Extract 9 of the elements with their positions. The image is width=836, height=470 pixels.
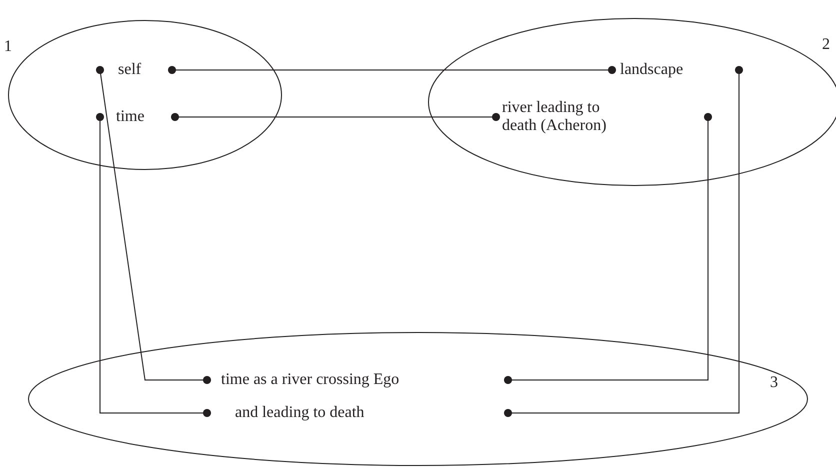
- node-label: and leading to death: [235, 404, 364, 422]
- group-number: 2: [822, 36, 830, 54]
- node-label: landscape: [620, 61, 684, 79]
- node-label: self: [118, 61, 142, 79]
- node-label: time: [116, 108, 144, 126]
- group-number: 3: [770, 374, 778, 392]
- node-label: time as a river crossing Ego: [221, 371, 400, 389]
- node-label: river leading to death (Acheron): [502, 99, 608, 135]
- group-number: 1: [4, 38, 12, 56]
